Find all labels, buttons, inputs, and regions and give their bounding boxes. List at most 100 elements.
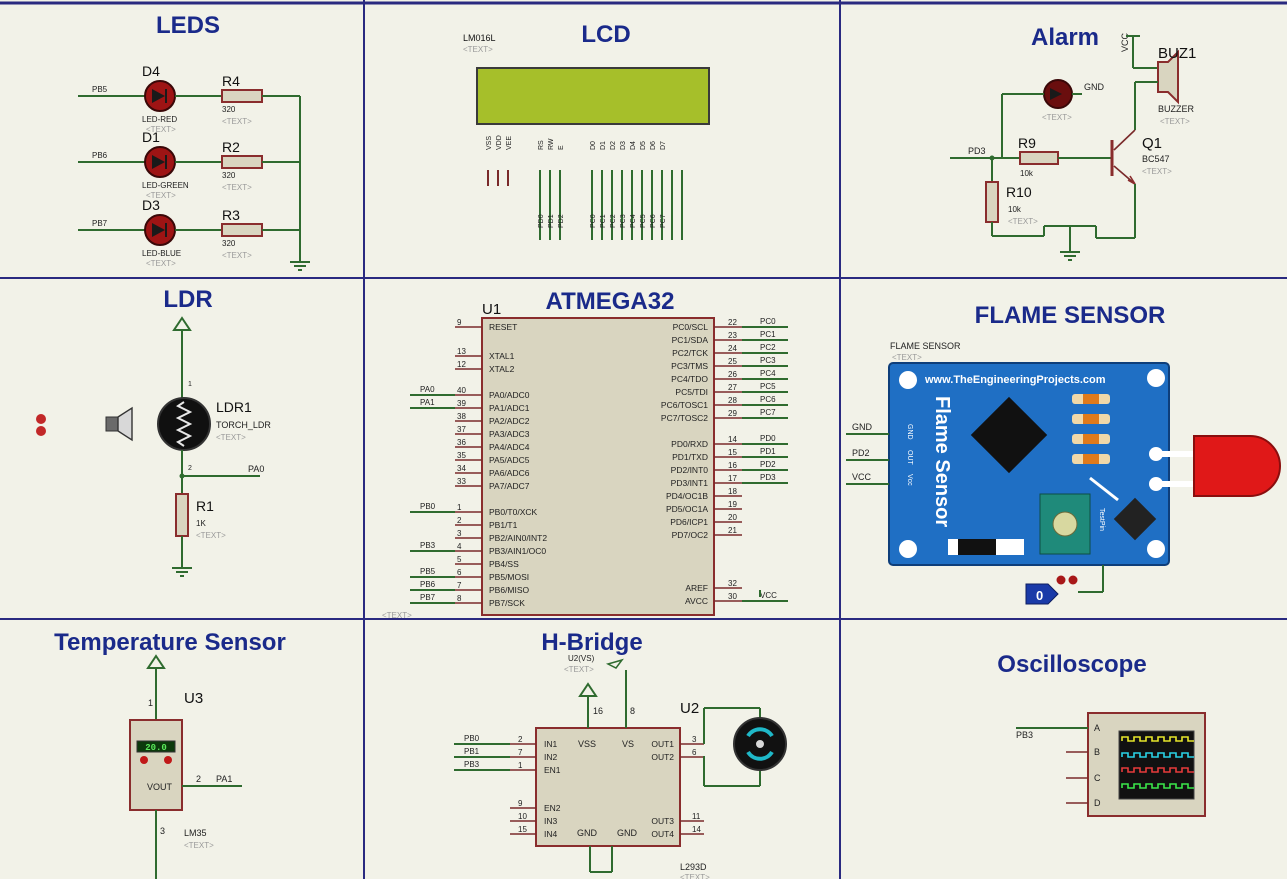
osc-channel-label: A bbox=[1094, 723, 1100, 733]
temp-button-down[interactable] bbox=[140, 756, 148, 764]
mcu-pin-number: 34 bbox=[457, 464, 466, 473]
mcu-pin-number: 28 bbox=[728, 396, 737, 405]
ldr-circuit: 1 LDR1 TORCH_LDR <TEXT> 2 PA0 R1 1K <TEX… bbox=[36, 316, 271, 577]
osc-channel-label: C bbox=[1094, 773, 1101, 783]
mcu-pin-name: PC6/TOSC1 bbox=[661, 400, 708, 410]
flame-ir-led bbox=[1193, 435, 1281, 497]
flame-sensor-board bbox=[888, 362, 1170, 566]
mcu-pin-name: PB4/SS bbox=[489, 559, 519, 569]
mcu-pin-name: PB2/AIN0/INT2 bbox=[489, 533, 547, 543]
lcd-model: LM016L bbox=[463, 33, 496, 43]
temp-display bbox=[136, 740, 176, 753]
hbridge-pin-number: 9 bbox=[518, 799, 523, 808]
hbridge-pin-number: 2 bbox=[518, 735, 523, 744]
mcu-pin-number: 30 bbox=[728, 592, 737, 601]
temp-power-symbol bbox=[146, 654, 166, 669]
led-net-label: PB6 bbox=[92, 151, 108, 160]
mcu-pin-number: 7 bbox=[457, 581, 462, 590]
mcu-net-label: PA1 bbox=[420, 398, 435, 407]
hbridge-pin-number: 14 bbox=[692, 825, 701, 834]
mcu-pin-name: RESET bbox=[489, 322, 517, 332]
mcu-body bbox=[481, 317, 715, 616]
mcu-pin-name: XTAL1 bbox=[489, 351, 515, 361]
section-title-temp: Temperature Sensor bbox=[54, 629, 286, 656]
mcu-pin-number: 19 bbox=[728, 500, 737, 509]
mcu-net-label: PB7 bbox=[420, 593, 436, 602]
mcu-pin-name: PB3/AIN1/OC0 bbox=[489, 546, 546, 556]
hbridge-net-label: PB0 bbox=[464, 734, 480, 743]
hbridge-pin8: 8 bbox=[630, 706, 635, 716]
mcu-text: <TEXT> bbox=[382, 611, 412, 620]
mcu-net-label: PC7 bbox=[760, 408, 776, 417]
lcd-net-label: PD1 bbox=[548, 214, 555, 228]
lcd-pin-label: VSS bbox=[486, 136, 493, 150]
buzzer-icon bbox=[1157, 49, 1179, 105]
torch-indicator-bottom bbox=[36, 426, 46, 436]
mcu-pin-name: PB1/T1 bbox=[489, 520, 518, 530]
mcu-pin-number: 22 bbox=[728, 318, 737, 327]
resistor-name: R4 bbox=[222, 73, 240, 89]
mcu-pin-name: PD2/INT0 bbox=[671, 465, 709, 475]
mcu-pin-number: 29 bbox=[728, 409, 737, 418]
osc-trace bbox=[1121, 767, 1194, 773]
mcu-pin-name: PD3/INT1 bbox=[671, 478, 709, 488]
leds-circuit: PB5D4LED-RED<TEXT>R4320<TEXT>PB6D1LED-GR… bbox=[78, 63, 310, 271]
mcu-net-label: PD0 bbox=[760, 434, 776, 443]
hbridge-pin-number: 10 bbox=[518, 812, 527, 821]
alarm-ground-symbol bbox=[1060, 251, 1080, 261]
logic-probe-value: 0 bbox=[1036, 588, 1043, 603]
lcd-net-label: PC1 bbox=[600, 214, 607, 228]
mcu-pin-number: 26 bbox=[728, 370, 737, 379]
mount-hole bbox=[1147, 540, 1165, 558]
lcd-pin-label: D0 bbox=[590, 141, 597, 150]
ldr-type: TORCH_LDR bbox=[216, 420, 271, 430]
mcu-pin-name: PC3/TMS bbox=[671, 361, 708, 371]
mcu-net-label: PC6 bbox=[760, 395, 776, 404]
lcd-net-label: PC7 bbox=[660, 214, 667, 228]
resistor bbox=[221, 155, 263, 169]
led-net-label: PB7 bbox=[92, 219, 108, 228]
flame-board-text: Flame Sensor bbox=[931, 396, 953, 527]
mcu-pin-number: 12 bbox=[457, 360, 466, 369]
led-name: D3 bbox=[142, 197, 160, 213]
led-text: <TEXT> bbox=[146, 259, 176, 268]
r9-name: R9 bbox=[1018, 135, 1036, 151]
mcu-pin-number: 3 bbox=[457, 529, 462, 538]
hbridge-gnd2: GND bbox=[617, 828, 638, 838]
mcu-net-label: PD2 bbox=[760, 460, 776, 469]
ldr-pin2: 2 bbox=[188, 465, 192, 472]
osc-trace bbox=[1121, 736, 1194, 742]
osc-channel-label: B bbox=[1094, 747, 1100, 757]
mcu-pin-name: XTAL2 bbox=[489, 364, 515, 374]
mcu-pin-name: PA3/ADC3 bbox=[489, 429, 530, 439]
resistor-r9 bbox=[1019, 151, 1059, 165]
r10-text: <TEXT> bbox=[1008, 217, 1038, 226]
temp-vout: VOUT bbox=[147, 782, 173, 792]
hbridge-pin-number: 3 bbox=[692, 735, 697, 744]
flame-net-label: GND bbox=[852, 422, 873, 432]
resistor-text: <TEXT> bbox=[222, 117, 252, 126]
mcu-pin-name: AREF bbox=[685, 583, 708, 593]
hbridge-vs: VS bbox=[622, 739, 634, 749]
transistor-text: <TEXT> bbox=[1142, 167, 1172, 176]
flame-label: FLAME SENSOR bbox=[890, 341, 961, 351]
led-name: D4 bbox=[142, 63, 160, 79]
osc-net: PB3 bbox=[1016, 730, 1033, 740]
hbridge-pin-number: 6 bbox=[692, 748, 697, 757]
temp-button-up[interactable] bbox=[164, 756, 172, 764]
mcu-pin-name: PA0/ADC0 bbox=[489, 390, 530, 400]
mcu-pin-number: 18 bbox=[728, 487, 737, 496]
mcu-pin-number: 23 bbox=[728, 331, 737, 340]
flame-text: <TEXT> bbox=[892, 353, 922, 362]
lcd-pin-label: RW bbox=[548, 138, 555, 150]
lcd-screen bbox=[476, 67, 710, 125]
mcu-net-label: PB6 bbox=[420, 580, 436, 589]
temp-pin1: 1 bbox=[148, 698, 153, 708]
mcu-pin-name: AVCC bbox=[685, 596, 708, 606]
hbridge-pin-name: OUT2 bbox=[651, 752, 674, 762]
lcd-net-label: PC5 bbox=[640, 214, 647, 228]
mcu-pin-name: PC0/SCL bbox=[673, 322, 709, 332]
lcd-net-label: PC3 bbox=[620, 214, 627, 228]
